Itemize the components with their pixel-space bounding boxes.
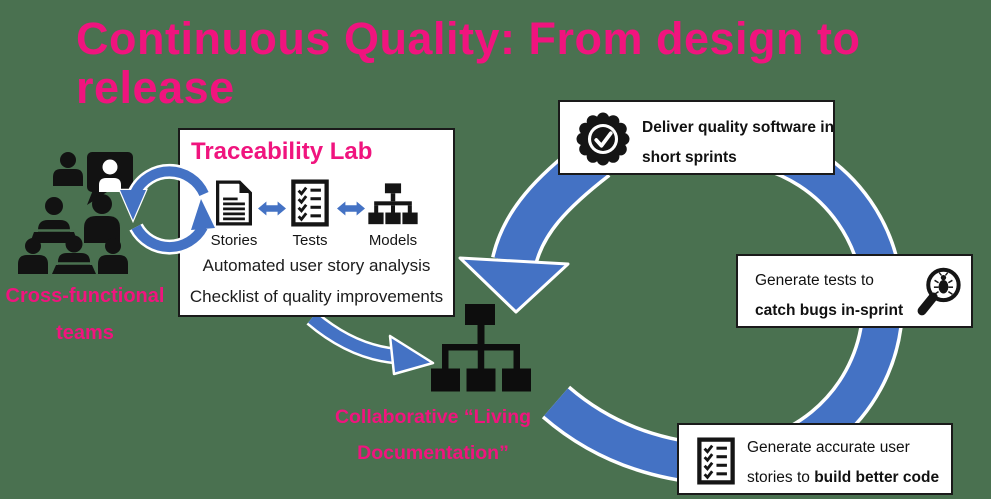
step3-line2-prefix: stories to — [747, 469, 815, 486]
lab-note-line2: Checklist of quality improvements — [189, 287, 444, 306]
lab-to-docs-arrow — [306, 311, 435, 376]
page-title-line2: release — [76, 62, 235, 113]
step2-line2: catch bugs in-sprint — [755, 302, 904, 319]
living-documentation-org-chart-icon — [431, 304, 531, 392]
living-documentation-label-line1: Collaborative “Living — [334, 406, 532, 428]
double-arrow-icon — [258, 201, 286, 216]
cross-functional-label-line1: Cross-functional — [5, 285, 165, 307]
bug-magnifier-icon — [917, 267, 961, 316]
step-card-generate-tests: Generate tests to catch bugs in-sprint — [736, 254, 973, 328]
cross-functional-label-line2: teams — [56, 322, 114, 344]
user-stories-checklist-icon — [697, 437, 735, 485]
artifact-label-stories: Stories — [210, 232, 258, 249]
quality-badge-icon — [576, 112, 630, 166]
people-group-icon — [18, 152, 133, 274]
checklist-icon — [291, 179, 329, 227]
living-documentation-label-line2: Documentation” — [357, 442, 509, 464]
step-card-deliver-quality: Deliver quality software in short sprint… — [558, 100, 835, 175]
traceability-lab-title: Traceability Lab — [191, 138, 373, 165]
big-curved-arrowhead — [458, 256, 570, 314]
traceability-lab-panel: Traceability Lab — [178, 128, 455, 317]
step1-line2: short sprints — [642, 149, 737, 166]
org-chart-icon — [368, 183, 418, 225]
artifact-label-models: Models — [368, 232, 418, 249]
step2-line1: Generate tests to — [755, 272, 874, 289]
circular-arrows-icon — [118, 163, 217, 255]
step3-line1: Generate accurate user — [747, 439, 910, 456]
step1-line1: Deliver quality software in — [642, 119, 835, 136]
step3-line2-bold: build better code — [814, 469, 940, 486]
page-title: Continuous Quality: From design to relea… — [76, 14, 986, 112]
document-icon — [216, 180, 252, 226]
artifact-label-tests: Tests — [292, 232, 328, 249]
lab-note-line1: Automated user story analysis — [202, 256, 431, 275]
step-card-generate-stories: Generate accurate user stories to build … — [677, 423, 953, 495]
step3-line2: stories to build better code — [747, 469, 939, 487]
page-title-line1: Continuous Quality: From design to — [76, 13, 861, 64]
double-arrow-icon — [337, 201, 365, 216]
